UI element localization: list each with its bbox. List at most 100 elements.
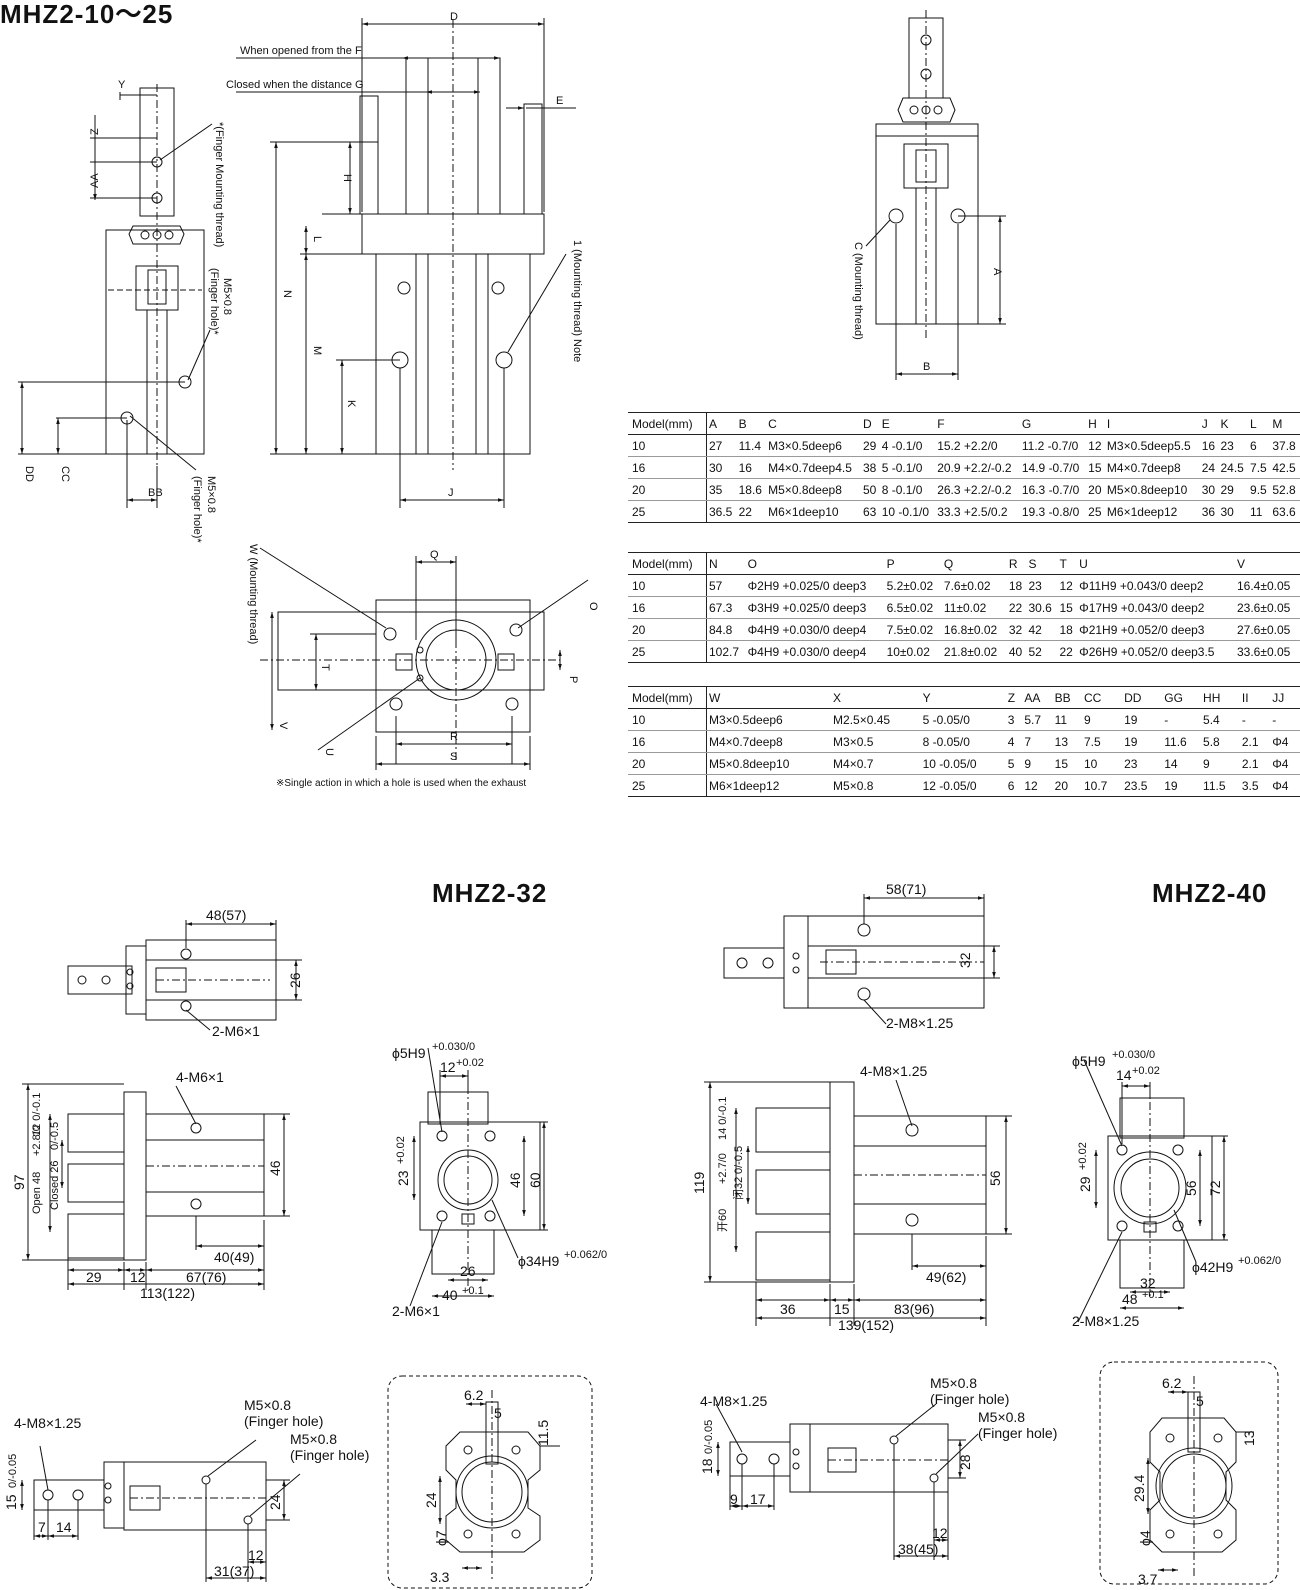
- mhz32-finger-view: [20, 1439, 301, 1582]
- table-cell: -: [1239, 708, 1271, 731]
- table-header-cell: CC: [1081, 686, 1123, 709]
- table-header-cell: K: [1218, 412, 1249, 435]
- mhz32-dim-60: 60: [527, 1172, 543, 1188]
- table-cell: 11.6: [1162, 730, 1202, 753]
- table-cell: 23: [1026, 574, 1058, 597]
- table-cell: 20: [1052, 774, 1082, 797]
- dim-j: J: [448, 487, 454, 499]
- title-mhz2-10-25: MHZ2-10～25: [0, 0, 174, 29]
- table-header-cell: I: [1104, 412, 1200, 435]
- top-view-10-25: [865, 10, 1006, 380]
- table-header-cell: Model(mm): [628, 686, 707, 709]
- table-cell: M6×1deep10: [766, 500, 861, 523]
- table-cell: 8 -0.05/0: [920, 730, 1006, 753]
- table-cell: 12 -0.05/0: [920, 774, 1006, 797]
- mhz40-label-4-m8: 4-M8×1.25: [860, 1063, 928, 1079]
- table-cell: 16: [628, 456, 707, 479]
- table-cell: 19: [1122, 730, 1163, 753]
- title-mhz2-40: MHZ2-40: [1152, 878, 1268, 908]
- mhz40-dim-13: 13: [1241, 1430, 1257, 1446]
- table-cell: 16.8±0.02: [941, 618, 1007, 641]
- table-cell: 63: [860, 500, 880, 523]
- table-cell: 25: [1086, 500, 1105, 523]
- mhz32-dim-23: 23: [395, 1170, 411, 1186]
- mhz32-dim-12-tol: 12 0/-0.1: [31, 1093, 43, 1136]
- label-c-mounting-thread: C (Mounting thread): [852, 242, 864, 340]
- table-cell: 4 -0.1/0: [879, 434, 936, 457]
- table-header-cell: HH: [1201, 686, 1240, 709]
- table-cell: 6.5±0.02: [884, 596, 942, 619]
- table-cell: 16: [736, 456, 767, 479]
- table-header-cell: Q: [941, 552, 1007, 575]
- mhz40-dim-48: 48: [1122, 1291, 1138, 1307]
- dim-v: V: [277, 722, 289, 730]
- table-cell: 10.7: [1081, 774, 1123, 797]
- mhz40-dim-56b: 56: [1183, 1180, 1199, 1196]
- mhz32-dim-open48: Open 48: [31, 1172, 43, 1214]
- mhz32-dim-26: 26: [287, 972, 303, 988]
- mhz40-label-2-m8: 2-M8×1.25: [886, 1015, 954, 1031]
- table-cell: 33.3 +2.5/0.2: [935, 500, 1020, 523]
- table-cell: 30: [1218, 500, 1249, 523]
- mhz40-dim-open60-tol: +2.7/0: [717, 1153, 729, 1184]
- table-cell: 5 -0.05/0: [920, 708, 1006, 731]
- mhz32-dim-23-tol: +0.02: [395, 1136, 407, 1164]
- table-header-cell: T: [1057, 552, 1078, 575]
- dim-s: S: [450, 751, 457, 763]
- mhz32-dim-67-76: 67(76): [186, 1269, 226, 1285]
- table-cell: 10 -0.1/0: [879, 500, 936, 523]
- label-finger-hole-1: (Finger hole)*: [208, 268, 220, 335]
- label-finger-hole-2: (Finger hole)*: [191, 476, 203, 543]
- mhz40-label-4-m8b: 4-M8×1.25: [700, 1393, 768, 1409]
- mhz32-front-view: [22, 1083, 290, 1290]
- table-cell: M3×0.5deep6: [706, 708, 832, 731]
- mhz40-dim-29: 29: [1077, 1176, 1093, 1192]
- table-header-cell: O: [745, 552, 885, 575]
- table-cell: 25: [628, 640, 707, 663]
- mhz32-dim-phi7: ϕ7: [433, 1530, 449, 1546]
- dim-e: E: [556, 95, 563, 107]
- mhz32-dim-26b: 26: [460, 1263, 476, 1279]
- table-cell: 6: [1248, 434, 1271, 457]
- table-cell: 16.3 -0.7/0: [1019, 478, 1087, 501]
- mhz32-label-4-m8: 4-M8×1.25: [14, 1415, 82, 1431]
- mhz40-dim-72: 72: [1207, 1180, 1223, 1196]
- table-cell: 19: [1162, 774, 1202, 797]
- table-cell: 10: [1081, 752, 1123, 775]
- table-cell: 9: [1081, 708, 1123, 731]
- table-cell: M2.5×0.45: [831, 708, 921, 731]
- mhz32-dim-46: 46: [267, 1160, 283, 1176]
- table-header-cell: U: [1077, 552, 1235, 575]
- table-cell: 102.7: [706, 640, 746, 663]
- table-cell: 11.5: [1201, 774, 1240, 797]
- table-cell: 32: [1006, 618, 1027, 641]
- dim-n: N: [281, 290, 293, 298]
- table-cell: 25: [628, 774, 707, 797]
- table-header-cell: Model(mm): [628, 412, 707, 435]
- mhz32-label-finger-hole-2: (Finger hole): [290, 1447, 369, 1463]
- table-cell: M4×0.7deep8: [1104, 456, 1200, 479]
- table-header-cell: L: [1248, 412, 1271, 435]
- table-cell: 23.6±0.05: [1235, 596, 1300, 619]
- mhz40-dim-3-7: 3.7: [1138, 1571, 1158, 1587]
- table-cell: 29: [1218, 478, 1249, 501]
- mhz40-label-m5-2: M5×0.8: [978, 1409, 1025, 1425]
- table-header-cell: W: [706, 686, 832, 709]
- table-cell: 24: [1199, 456, 1219, 479]
- table-cell: 19.3 -0.8/0: [1019, 500, 1087, 523]
- mhz32-dim-3-3: 3.3: [430, 1569, 450, 1585]
- mhz40-label-m5-1: M5×0.8: [930, 1375, 977, 1391]
- table-cell: 30.6: [1026, 596, 1058, 619]
- table-cell: M4×0.7: [831, 752, 921, 775]
- table-cell: 11±0.02: [941, 596, 1007, 619]
- mhz40-dim-29-4: 29.4: [1131, 1475, 1147, 1502]
- mhz40-dim-15: 15: [834, 1301, 850, 1317]
- mhz32-dim-open48-tol: +2.8/0: [31, 1125, 43, 1156]
- table-cell: 50: [860, 478, 880, 501]
